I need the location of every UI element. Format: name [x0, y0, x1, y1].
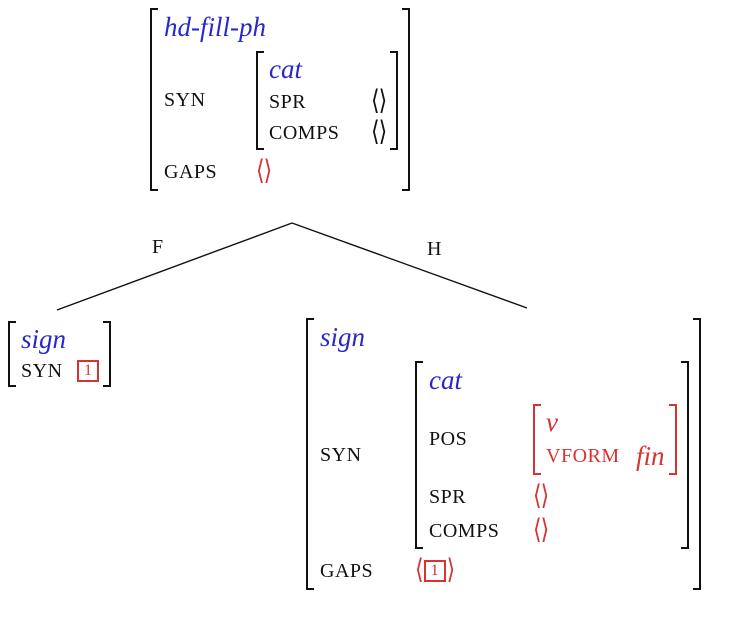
right-bracket: [680, 361, 689, 550]
feature-label-spr: SPR: [269, 90, 307, 113]
langle-red: ⟨: [415, 555, 424, 587]
feature-row-pos: POS v VFORM fin: [429, 404, 677, 475]
feature-row-syn: SYN 1: [21, 360, 99, 382]
tag-1-box: 1: [77, 360, 99, 382]
avm-head: sign SYN cat POS: [306, 318, 701, 590]
type-sign: sign: [320, 322, 366, 352]
avm-head-cat: cat POS v: [415, 361, 689, 550]
feature-label-gaps: GAPS: [164, 160, 218, 183]
left-bracket: [256, 51, 264, 151]
type-row: sign: [21, 326, 99, 353]
left-bracket: [415, 361, 423, 550]
branch-line-filler: [56, 222, 293, 311]
type-row: sign: [320, 324, 689, 351]
type-sign: sign: [21, 324, 67, 354]
type-row: v: [546, 409, 665, 436]
type-hd-fill-ph: hd-fill-ph: [164, 12, 266, 42]
type-cat: cat: [429, 365, 462, 395]
avm-filler: sign SYN 1: [8, 321, 111, 387]
feature-label-comps: COMPS: [269, 121, 340, 144]
type-row: hd-fill-ph: [164, 14, 398, 41]
edge-label-head: H: [427, 238, 442, 260]
left-bracket-red: [533, 404, 541, 475]
feature-label-gaps: GAPS: [320, 559, 374, 582]
avm-pos-verb: v VFORM fin: [533, 404, 677, 475]
left-bracket: [306, 318, 314, 590]
feature-row-spr: SPR ⟨⟩: [429, 480, 677, 512]
rangle-red: ⟩: [446, 555, 456, 587]
edge-label-filler: F: [152, 236, 164, 258]
value-fin: fin: [636, 441, 665, 471]
empty-list-value-red: ⟨⟩: [533, 480, 549, 512]
feature-label-pos: POS: [429, 428, 468, 450]
avm-root: hd-fill-ph SYN cat SPR ⟨⟩: [150, 8, 411, 191]
feature-row-gaps: GAPS ⟨⟩: [164, 156, 398, 188]
branch-line-head: [291, 222, 528, 309]
right-bracket-red: [668, 404, 677, 475]
feature-label-vform: VFORM: [546, 445, 620, 467]
empty-list-value: ⟨⟩: [371, 85, 387, 117]
feature-label-syn: SYN: [320, 443, 362, 466]
feature-row-spr: SPR ⟨⟩: [269, 85, 387, 117]
type-v: v: [546, 407, 558, 437]
type-row: cat: [429, 367, 677, 394]
avm-head-node: sign SYN cat POS: [306, 318, 701, 595]
right-bracket: [402, 8, 411, 191]
empty-list-value-red: ⟨⟩: [533, 514, 549, 547]
tag-1-box: 1: [423, 560, 446, 583]
avm-filler-node: sign SYN 1: [8, 321, 111, 392]
avm-root-cat: cat SPR ⟨⟩ COMPS ⟨⟩: [256, 51, 399, 151]
feature-row-comps: COMPS ⟨⟩: [269, 116, 387, 149]
left-bracket: [8, 321, 16, 387]
type-cat: cat: [269, 54, 302, 84]
feature-row-syn: SYN cat POS: [320, 361, 689, 550]
feature-row-comps: COMPS ⟨⟩: [429, 514, 677, 547]
right-bracket: [103, 321, 111, 387]
feature-label-spr: SPR: [429, 485, 467, 508]
feature-row-vform: VFORM fin: [546, 443, 665, 470]
left-bracket: [150, 8, 158, 191]
feature-label-syn: SYN: [21, 359, 63, 382]
right-bracket: [692, 318, 701, 590]
feature-label-comps: COMPS: [429, 519, 500, 542]
type-row: cat: [269, 56, 386, 83]
right-bracket: [390, 51, 399, 151]
feature-row-gaps: GAPS ⟨ 1 ⟩: [320, 555, 689, 587]
feature-row-syn: SYN cat SPR ⟨⟩ COMPS: [164, 51, 399, 151]
feature-label-syn: SYN: [164, 89, 206, 112]
empty-list-value-red: ⟨⟩: [256, 156, 272, 188]
gaps-tag-list: ⟨ 1 ⟩: [415, 555, 456, 587]
avm-root-node: hd-fill-ph SYN cat SPR ⟨⟩: [150, 8, 411, 196]
empty-list-value: ⟨⟩: [371, 116, 387, 149]
